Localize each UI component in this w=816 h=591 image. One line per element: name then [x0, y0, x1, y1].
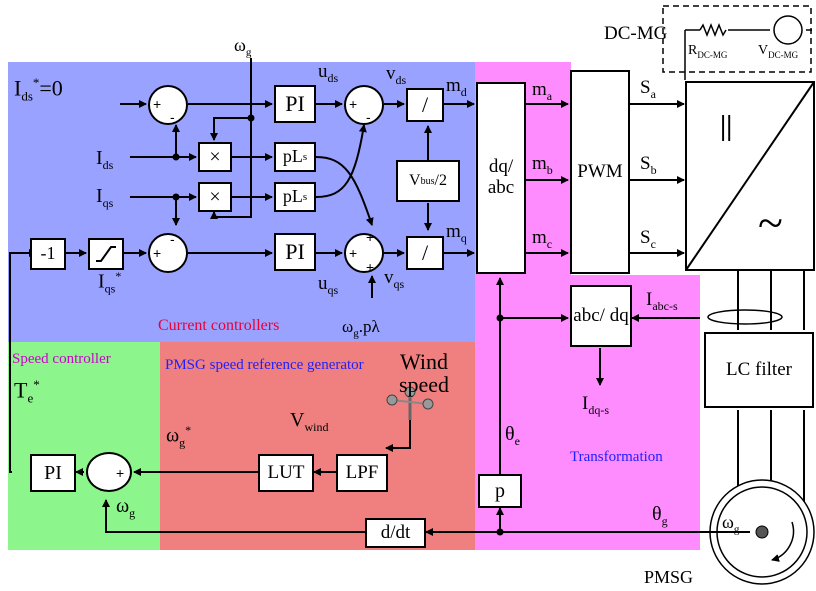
ids-label: Ids — [96, 147, 114, 172]
sum-junction-d — [148, 85, 188, 125]
iqs-ref-label: Iqs* — [98, 269, 122, 296]
lpf-block: LPF — [336, 454, 388, 492]
theta-e-label: θe — [505, 423, 520, 448]
speed-controller-label: Speed controller — [12, 351, 111, 367]
pwm-block: PWM — [570, 70, 630, 274]
mq-label: mq — [446, 221, 467, 245]
dc-mg-resistor-label: RDC-MG — [688, 43, 728, 60]
ma-label: ma — [532, 79, 553, 103]
omega-g-fb-label: ωg — [116, 495, 136, 520]
pi-controller-d: PI — [274, 85, 316, 123]
uds-label: uds — [318, 61, 339, 85]
sum-junction-q — [148, 233, 188, 273]
phase-lines — [737, 270, 805, 520]
dc-mg-box — [662, 5, 812, 73]
pmsg-label: PMSG — [644, 567, 694, 587]
divider-block-d: / — [406, 88, 444, 122]
md-label: md — [446, 75, 467, 99]
sum-vq-plus-left: + — [349, 245, 358, 261]
multiplier-block-2: × — [198, 182, 232, 212]
p-block: p — [478, 474, 522, 508]
sum-vd-plus: + — [349, 96, 358, 112]
junction-dots — [172, 114, 504, 536]
anemometer-icon — [386, 386, 434, 420]
sum-junction-vq — [344, 233, 384, 273]
speed-reference-label: PMSG speed reference generator — [165, 357, 364, 373]
sum-speed-plus: + — [116, 465, 125, 481]
divider-block-q: / — [406, 236, 444, 270]
sum-vq-plus-bottom: + — [366, 259, 375, 275]
theta-g-label: θg — [652, 503, 668, 528]
converter-diagonal — [685, 81, 815, 271]
dc-mg-source-label: VDC-MG — [758, 43, 799, 60]
voltage-source-icon — [773, 15, 803, 45]
converter-ac-symbol: ~ — [758, 197, 783, 248]
region-speed-controller — [8, 342, 160, 550]
gain-neg1-block: -1 — [30, 238, 66, 270]
region-speed-reference — [160, 342, 475, 550]
lc-filter-block: LC filter — [704, 332, 814, 408]
vqs-label: vqs — [384, 267, 405, 291]
sc-label: Sc — [640, 227, 656, 251]
pi-controller-speed: PI — [30, 454, 76, 492]
transformation-label: Transformation — [570, 449, 663, 465]
omega-g-top-label: ωg — [234, 35, 252, 59]
dc-mg-title: DC-MG — [604, 23, 668, 44]
vds-label: vds — [386, 63, 407, 87]
region-current-controllers — [8, 62, 475, 342]
omega-g-pmsg-label: ωg — [722, 512, 740, 536]
sum-d-plus: + — [153, 96, 162, 112]
resistor-icon — [699, 22, 727, 38]
sum-vd-minus: - — [366, 109, 371, 125]
sum-speed-minus: - — [100, 481, 105, 497]
lut-block: LUT — [258, 454, 314, 492]
pmsg-shaft-icon — [755, 525, 769, 539]
rotation-arrow-icon — [771, 521, 795, 562]
wind-speed-label: Wind speed — [398, 349, 450, 398]
sum-q-plus: + — [153, 245, 162, 261]
sum-d-minus: - — [170, 109, 175, 125]
multiplier-block-1: × — [198, 142, 232, 172]
iabc-s-label: Iabc-s — [646, 289, 678, 313]
sum-q-minus: - — [170, 231, 175, 247]
v-wind-label: Vwind — [290, 409, 329, 434]
abc-to-dq-block: abc/ dq — [570, 285, 632, 347]
sum-junction-vd — [344, 85, 384, 125]
converter-dc-symbol: || — [720, 111, 732, 142]
sum-vq-plus-top: + — [366, 229, 375, 245]
ids-ref-label: Ids*=0 — [14, 75, 63, 104]
te-ref-label: Te* — [14, 377, 40, 406]
mc-label: mc — [532, 227, 553, 251]
sa-label: Sa — [640, 77, 656, 101]
pi-controller-q: PI — [274, 233, 316, 271]
saturation-icon — [96, 246, 116, 262]
omega-flux-label: ωg.pλ — [342, 317, 380, 340]
idq-s-label: Idq-s — [582, 393, 609, 417]
sum-junction-speed — [86, 452, 132, 492]
sb-label: Sb — [640, 153, 657, 177]
uqs-label: uqs — [318, 273, 339, 297]
current-controllers-label: Current controllers — [158, 317, 280, 334]
omega-g-ref-label: ωg* — [166, 423, 192, 450]
dq-to-abc-block: dq/ abc — [476, 82, 526, 274]
derivative-block: d/dt — [365, 518, 426, 548]
mb-label: mb — [532, 153, 553, 177]
current-sensor-ring — [707, 309, 783, 325]
saturation-block — [88, 238, 124, 270]
iqs-label: Iqs — [96, 185, 114, 210]
